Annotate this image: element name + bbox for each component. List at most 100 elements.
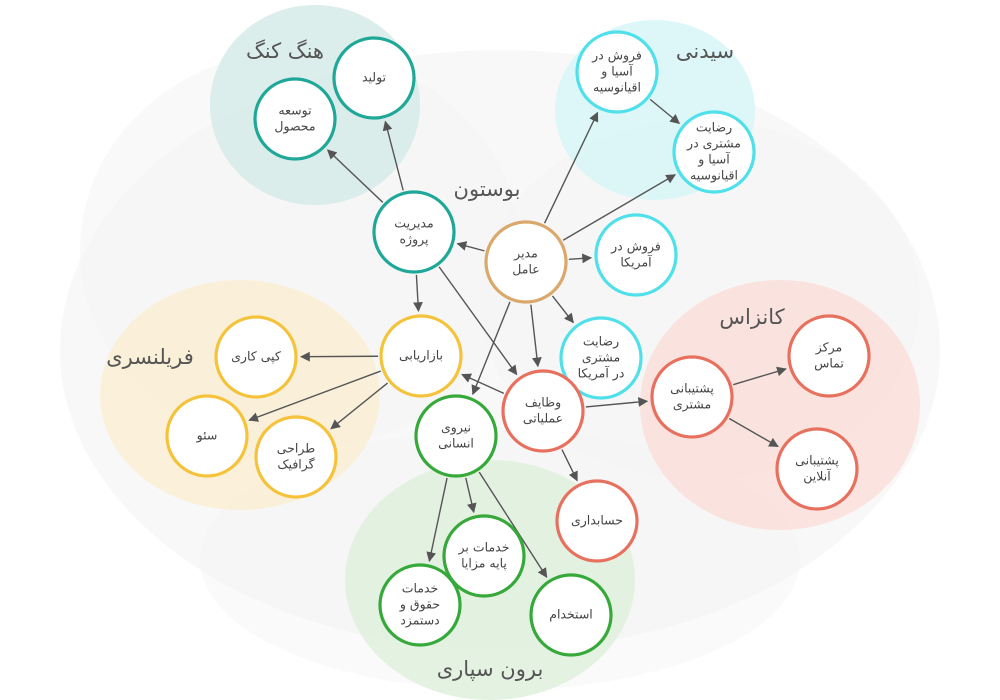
edge-sales_asia-to-sat_asia (649, 98, 681, 124)
edge-ceo-to-operations (530, 304, 542, 368)
node-label-marketing-0: بازاریابی (399, 348, 443, 364)
node-circle-product_dev (253, 77, 337, 161)
node-circle-operations (501, 369, 585, 453)
node-marketing: بازاریابی (379, 314, 463, 398)
edge-ceo-to-sales_asia (543, 111, 599, 224)
node-label-hr-0: نیروی (441, 420, 471, 436)
region-label-sydney: سیدنی (676, 39, 734, 63)
node-label-sat_asia-1: مشتری در (686, 136, 741, 152)
node-label-product_dev-1: محصول (274, 119, 315, 135)
node-label-operations-1: عملیاتی (523, 411, 563, 426)
edge-support-to-online (728, 417, 779, 448)
region-label-hongkong: هنگ کنگ (246, 39, 324, 63)
node-label-operations-0: وظایف (525, 395, 561, 411)
node-label-accounting-0: حسابداری (571, 513, 623, 529)
node-accounting: حسابداری (555, 479, 639, 563)
edge-pm-to-operations (438, 266, 518, 376)
edge-pm-to-product_dev (326, 149, 384, 203)
node-circle-contact (787, 314, 871, 398)
edge-ceo-to-pm (456, 241, 485, 252)
node-hiring: استخدام (529, 573, 613, 657)
node-circle-sales_asia (575, 30, 659, 114)
edge-pm-to-production (382, 120, 404, 191)
node-circle-benefits (442, 514, 526, 598)
node-label-payroll-0: خدمات (402, 581, 439, 596)
node-label-benefits-0: خدمات بر (458, 540, 510, 556)
node-label-graphic-1: گرافیک (277, 457, 314, 473)
edge-ceo-to-sat_asia (562, 174, 677, 241)
node-label-pm-0: مدیریت (394, 216, 433, 232)
node-label-hiring-0: استخدام (549, 607, 593, 622)
node-label-sat_us-2: در آمریکا (578, 366, 625, 382)
region-label-kansas: کانزاس (719, 305, 784, 329)
node-label-contact-1: تماس (814, 356, 844, 372)
node-label-seo-0: سئو (196, 428, 218, 444)
node-circle-marketing (379, 314, 463, 398)
node-label-payroll-2: دستمزد (400, 613, 440, 629)
edge-hr-to-benefits (465, 477, 477, 514)
node-label-ceo-0: مدیر (513, 246, 538, 262)
edge-operations-to-marketing (461, 373, 505, 394)
node-circle-hiring (529, 573, 613, 657)
node-circle-hr (414, 394, 498, 478)
node-label-support-1: مشتری (673, 397, 711, 413)
edge-ceo-to-hr (471, 301, 511, 396)
node-label-sales_asia-2: اقیانوسیه (593, 80, 641, 96)
node-circle-seo (165, 394, 249, 478)
node-production: تولید (332, 36, 416, 120)
region-label-outsourcing: برون سپاری (437, 657, 544, 681)
node-circle-copywriting (214, 315, 298, 399)
edge-operations-to-accounting (561, 449, 578, 482)
node-circle-sales_us (594, 213, 678, 297)
node-label-benefits-1: پایه مزایا (461, 556, 507, 572)
node-circle-graphic (254, 415, 338, 499)
node-label-contact-0: مرکز (815, 340, 842, 356)
node-circle-ceo (484, 220, 568, 304)
node-circle-production (332, 36, 416, 120)
edge-support-to-contact (732, 366, 787, 386)
node-label-online-0: پشتیبانی (795, 453, 839, 468)
node-circle-payroll (378, 563, 462, 647)
node-label-graphic-0: طراحی (277, 441, 316, 457)
node-label-sat_asia-0: رضایت (696, 120, 732, 136)
edge-marketing-to-graphic (330, 382, 388, 430)
node-label-sat_us-1: مشتری (582, 350, 620, 366)
node-label-product_dev-0: توسعه (278, 103, 312, 119)
node-circle-sat_us (559, 316, 643, 400)
node-label-payroll-1: حقوق و (399, 597, 440, 613)
node-label-hr-1: انسانی (438, 436, 474, 451)
node-label-support-0: پشتیبانی (670, 381, 714, 396)
node-label-copywriting-0: کپی کاری (231, 349, 281, 365)
region-label-boston: بوستون (454, 177, 521, 201)
edge-pm-to-marketing (413, 274, 423, 313)
edge-ceo-to-sales_us (568, 253, 593, 264)
edge-marketing-to-seo (248, 370, 381, 422)
node-label-sales_asia-1: آسیا و (600, 64, 633, 80)
node-label-ceo-1: عامل (512, 262, 539, 277)
node-label-pm-1: پروژه (400, 232, 430, 248)
node-circle-online (775, 427, 859, 511)
node-circle-accounting (555, 479, 639, 563)
node-copywriting: کپی کاری (214, 315, 298, 399)
edge-hr-to-hiring (478, 471, 548, 578)
node-circle-sat_asia (672, 110, 756, 194)
edge-hr-to-payroll (426, 477, 448, 562)
edge-layer (248, 98, 787, 578)
node-label-sales_us-1: آمریکا (620, 255, 652, 271)
node-label-production-0: تولید (362, 70, 387, 86)
